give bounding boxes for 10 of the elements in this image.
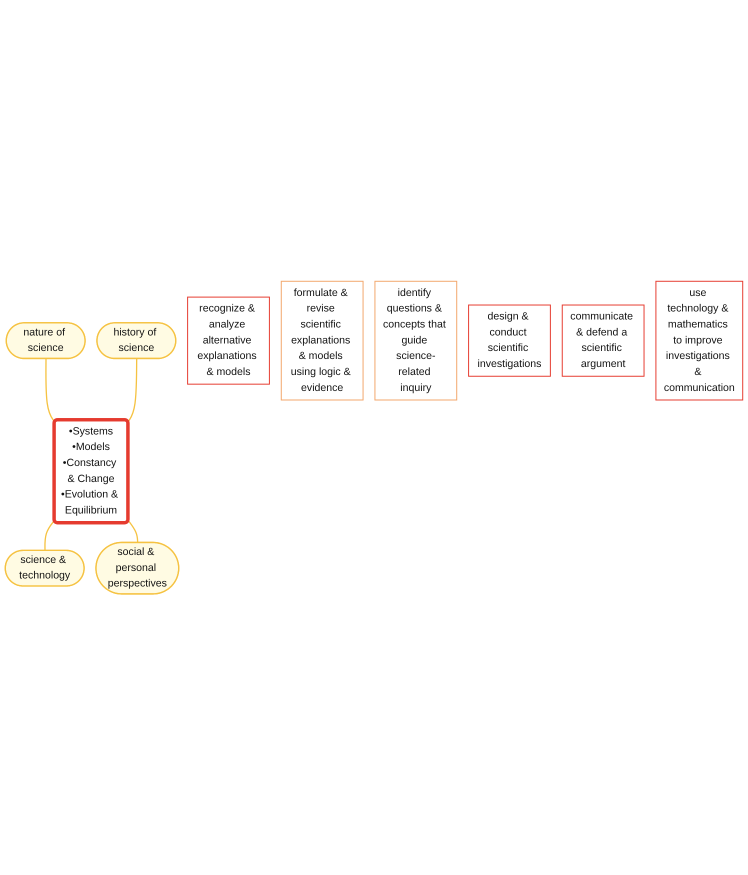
connector [128, 520, 138, 543]
node-box: use technology & mathematics to improve investigations & communication [655, 280, 744, 400]
connector [45, 358, 56, 422]
node-box: communicate & defend a scientific argument [562, 304, 645, 377]
node-box: recognize & analyze alternative explanations & models [187, 296, 270, 385]
connector [127, 358, 138, 422]
connector [44, 520, 55, 551]
node-box: design & conduct scientific investigations [468, 304, 551, 377]
node-box: formulate & revise scientific explanations & models using logic & evidence [280, 280, 364, 400]
node-box: identify questions & concepts that guide science-related inquiry [374, 280, 458, 400]
